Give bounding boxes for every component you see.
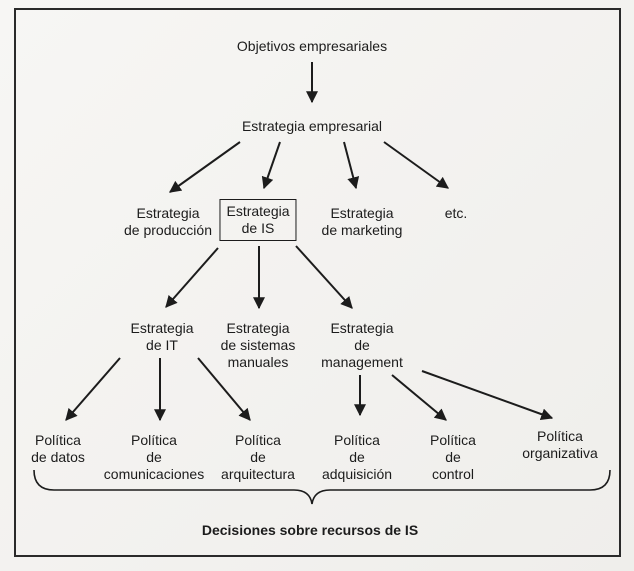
decisions-brace	[33, 469, 611, 505]
node-marketing-strategy: Estrategia de marketing	[321, 205, 403, 238]
arrow-management-to-org	[421, 370, 554, 420]
node-data-policy: Política de datos	[31, 432, 85, 465]
node-architecture-policy: Política de arquitectura	[221, 432, 295, 482]
node-manual-systems-strategy: Estrategia de sistemas manuales	[220, 320, 296, 370]
node-acquisition-policy: Política de adquisición	[321, 432, 393, 482]
is-resource-decisions-label: Decisiones sobre recursos de IS	[201, 522, 419, 538]
arrow-management-to-control	[391, 374, 447, 421]
node-etc: etc.	[444, 205, 468, 221]
arrow-strategy-to-is	[261, 141, 281, 190]
arrow-is-to-management	[295, 245, 353, 309]
arrow-it-to-arch	[197, 357, 251, 421]
node-business-objectives: Objetivos empresariales	[236, 38, 388, 54]
arrow-it-to-data	[65, 357, 121, 421]
arrow-strategy-to-production	[169, 141, 241, 193]
arrow-strategy-to-etc	[383, 141, 449, 189]
node-it-strategy: Estrategia de IT	[130, 320, 194, 353]
node-production-strategy: Estrategia de producción	[124, 205, 212, 238]
arrow-strategy-to-marketing	[343, 141, 360, 190]
diagram-frame	[14, 8, 621, 557]
node-management-strategy: Estrategia de management	[321, 320, 403, 370]
node-is-strategy: Estrategia de IS	[219, 199, 297, 241]
node-control-policy: Política de control	[430, 432, 476, 482]
node-business-strategy: Estrategia empresarial	[241, 118, 383, 134]
node-organizational-policy: Política organizativa	[522, 428, 598, 461]
arrow-is-to-it	[165, 247, 219, 308]
node-communications-policy: Política de comunicaciones	[103, 432, 205, 482]
